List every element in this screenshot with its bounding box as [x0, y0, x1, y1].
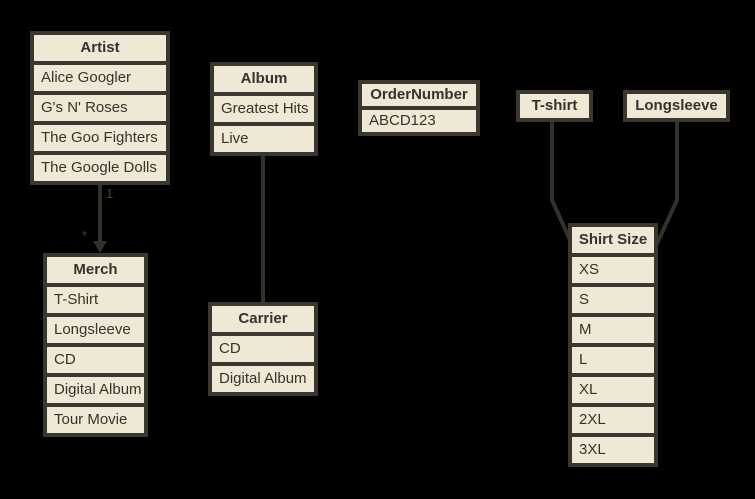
entity-row: Longsleeve [47, 313, 144, 343]
entity-header: OrderNumber [362, 84, 476, 106]
entity-row: M [572, 313, 654, 343]
entity-row: L [572, 343, 654, 373]
entity-album: Album Greatest Hits Live [210, 62, 318, 156]
entity-row: ABCD123 [362, 106, 476, 132]
entity-row: XS [572, 253, 654, 283]
entity-row: 2XL [572, 403, 654, 433]
entity-shirt-size: Shirt Size XS S M L XL 2XL 3XL [568, 223, 658, 467]
entity-header: Artist [34, 35, 166, 61]
entity-row: Live [214, 122, 314, 152]
entity-header: Carrier [212, 306, 314, 332]
entity-row: Digital Album [47, 373, 144, 403]
entity-carrier: Carrier CD Digital Album [208, 302, 318, 396]
entity-header: Longsleeve [627, 94, 726, 118]
entity-artist: Artist Alice Googler G's N' Roses The Go… [30, 31, 170, 185]
entity-header: T-shirt [520, 94, 589, 118]
entity-longsleeve: Longsleeve [623, 90, 730, 122]
entity-row: The Google Dolls [34, 151, 166, 181]
arrowhead-merch-icon [93, 241, 107, 253]
entity-row: CD [212, 332, 314, 362]
entity-header: Shirt Size [572, 227, 654, 253]
entity-row: Greatest Hits [214, 92, 314, 122]
entity-order-number: OrderNumber ABCD123 [358, 80, 480, 136]
entity-row: T-Shirt [47, 283, 144, 313]
entity-row: The Goo Fighters [34, 121, 166, 151]
multiplicity-label-one: 1 [106, 186, 114, 201]
entity-row: G's N' Roses [34, 91, 166, 121]
entity-tshirt: T-shirt [516, 90, 593, 122]
entity-header: Album [214, 66, 314, 92]
entity-row: Tour Movie [47, 403, 144, 433]
entity-header: Merch [47, 257, 144, 283]
entity-row: Digital Album [212, 362, 314, 392]
entity-row: Alice Googler [34, 61, 166, 91]
entity-row: XL [572, 373, 654, 403]
entity-row: CD [47, 343, 144, 373]
entity-merch: Merch T-Shirt Longsleeve CD Digital Albu… [43, 253, 148, 437]
edge-longsleeve-shirtsize [653, 121, 679, 249]
multiplicity-label-many: * [82, 228, 88, 243]
entity-row: 3XL [572, 433, 654, 463]
entity-row: S [572, 283, 654, 313]
